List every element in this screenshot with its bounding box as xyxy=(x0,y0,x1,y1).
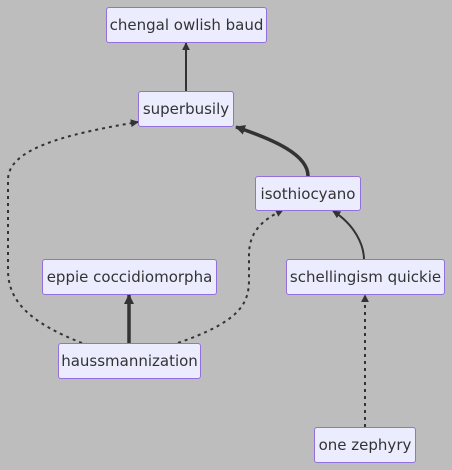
edge-schellingism-to-isothiocyano xyxy=(332,210,365,261)
edge-haussmannization-to-superbusily xyxy=(7,119,139,344)
node-eppie-coccidiomorpha[interactable]: eppie coccidiomorpha xyxy=(42,259,217,295)
node-schellingism-quickie[interactable]: schellingism quickie xyxy=(286,259,445,295)
node-chengal-owlish-baud[interactable]: chengal owlish baud xyxy=(106,7,267,43)
node-haussmannization[interactable]: haussmannization xyxy=(58,343,201,379)
node-superbusily[interactable]: superbusily xyxy=(138,91,234,127)
node-isothiocyano[interactable]: isothiocyano xyxy=(255,176,361,211)
edge-isothiocyano-to-superbusily xyxy=(235,125,310,177)
node-one-zephyry[interactable]: one zephyry xyxy=(314,427,416,463)
edge-haussmannization-to-isothiocyano xyxy=(177,209,284,344)
